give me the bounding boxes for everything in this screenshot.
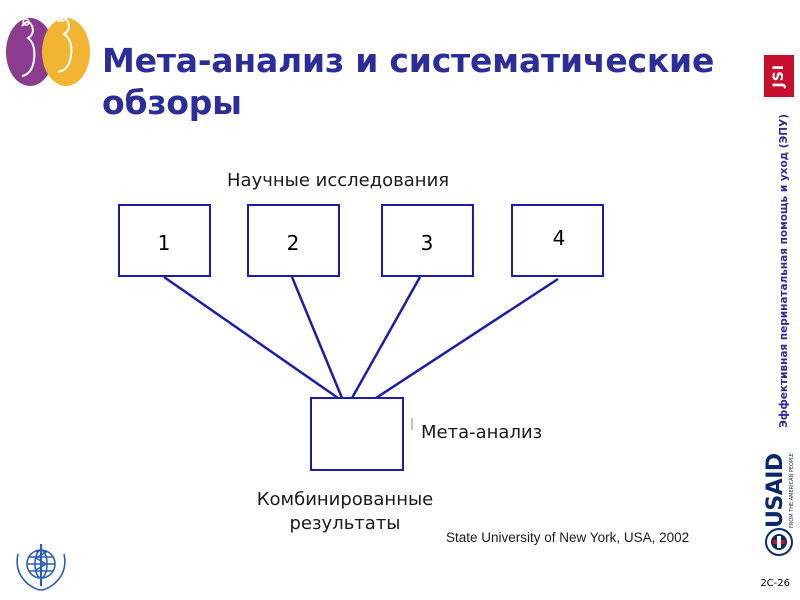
study-box-1 (118, 204, 211, 277)
combined-results-box (310, 397, 404, 471)
slide-title: Мета-анализ и систематические обзоры (102, 40, 742, 124)
combined-results-label: Комбинированные результаты (230, 488, 460, 536)
connector-1 (163, 275, 339, 400)
title-line-2: обзоры (102, 83, 242, 122)
who-emblem-icon (16, 544, 66, 591)
title-line-1: Мета-анализ и систематические (102, 41, 715, 80)
jsi-logo: JSI (764, 55, 794, 97)
mothers-logo-icon (6, 14, 90, 86)
usaid-seal-icon (765, 528, 793, 556)
studies-heading: Научные исследования (227, 170, 450, 191)
study-label-2: 2 (287, 231, 300, 255)
combined-line-1: Комбинированные (256, 489, 434, 510)
source-citation: State University of New York, USA, 2002 (446, 530, 690, 545)
connector-3 (350, 276, 422, 399)
combined-line-2: результаты (289, 513, 401, 534)
page-number: 2C-26 (760, 578, 790, 589)
study-box-2 (247, 204, 340, 277)
study-label-3: 3 (421, 231, 434, 255)
study-label-1: 1 (158, 231, 171, 255)
connector-2 (290, 276, 344, 399)
meta-analysis-label: Мета-анализ (421, 422, 543, 443)
connector-4 (375, 277, 559, 400)
study-box-3 (381, 204, 474, 277)
study-box-4 (511, 204, 604, 277)
study-label-4: 4 (553, 226, 566, 250)
